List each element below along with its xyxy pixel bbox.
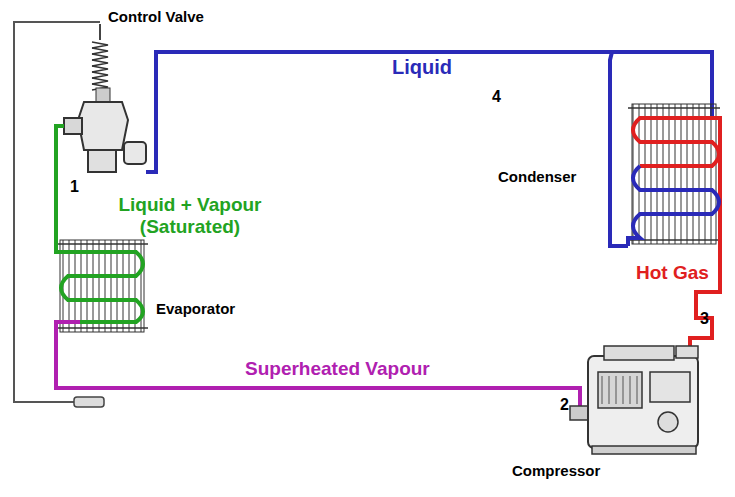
drawing-part [602, 376, 637, 404]
drawing-part [609, 376, 610, 404]
drawing-part [676, 346, 698, 358]
drawing-part [658, 412, 678, 432]
callout-number: 2 [560, 396, 569, 414]
compressor-body [570, 346, 698, 454]
callout-number: 3 [700, 310, 709, 328]
component-label: Compressor [512, 462, 600, 479]
drawing-part [92, 54, 108, 60]
flow-label: Liquid [392, 56, 452, 79]
drawing-part [92, 42, 108, 48]
drawing-part [64, 118, 82, 134]
condenser-fin-bar [628, 107, 720, 109]
valve-label: Control Valve [108, 8, 204, 25]
drawing-part [650, 372, 690, 402]
drawing-part [630, 376, 631, 404]
drawing-part [623, 376, 624, 404]
drawing-part [602, 376, 603, 404]
flow-label: Superheated Vapour [245, 358, 430, 380]
drawing-part [99, 24, 101, 40]
drawing-part [592, 446, 696, 454]
drawing-part [78, 102, 128, 150]
sensing-bulb [74, 397, 104, 407]
drawing-part [88, 150, 116, 172]
drawing-part [92, 78, 108, 84]
drawing-part [616, 376, 617, 404]
drawing-part [604, 346, 674, 360]
drawing-part [96, 88, 110, 102]
component-label: Condenser [498, 168, 576, 185]
drawing-part [92, 42, 108, 90]
evaporator-fin-bar [56, 243, 148, 245]
drawing-part [588, 356, 698, 448]
condenser-coil-hot [633, 118, 720, 250]
drawing-part [598, 372, 642, 408]
drawing-part [92, 60, 108, 66]
condenser-fins [632, 104, 716, 244]
drawing-part [92, 72, 108, 78]
condenser-coil-liquid [628, 166, 719, 246]
drawing-part [92, 48, 108, 54]
drawing-part [124, 142, 146, 164]
liquid-return [610, 52, 628, 246]
flow-label: Liquid + Vapour (Saturated) [92, 194, 288, 238]
evaporator-fin-bar [56, 327, 148, 329]
saturated-line [56, 126, 64, 240]
drawing-part [637, 376, 638, 404]
superheated-line [56, 322, 580, 410]
evaporator-coil [56, 240, 143, 322]
callout-number: 1 [70, 178, 79, 196]
component-label: Evaporator [156, 300, 235, 317]
flow-label: Hot Gas [636, 262, 709, 284]
callout-number: 4 [492, 88, 501, 106]
control-valve [64, 24, 146, 172]
drawing-part [92, 66, 108, 72]
liquid-line [146, 52, 712, 172]
